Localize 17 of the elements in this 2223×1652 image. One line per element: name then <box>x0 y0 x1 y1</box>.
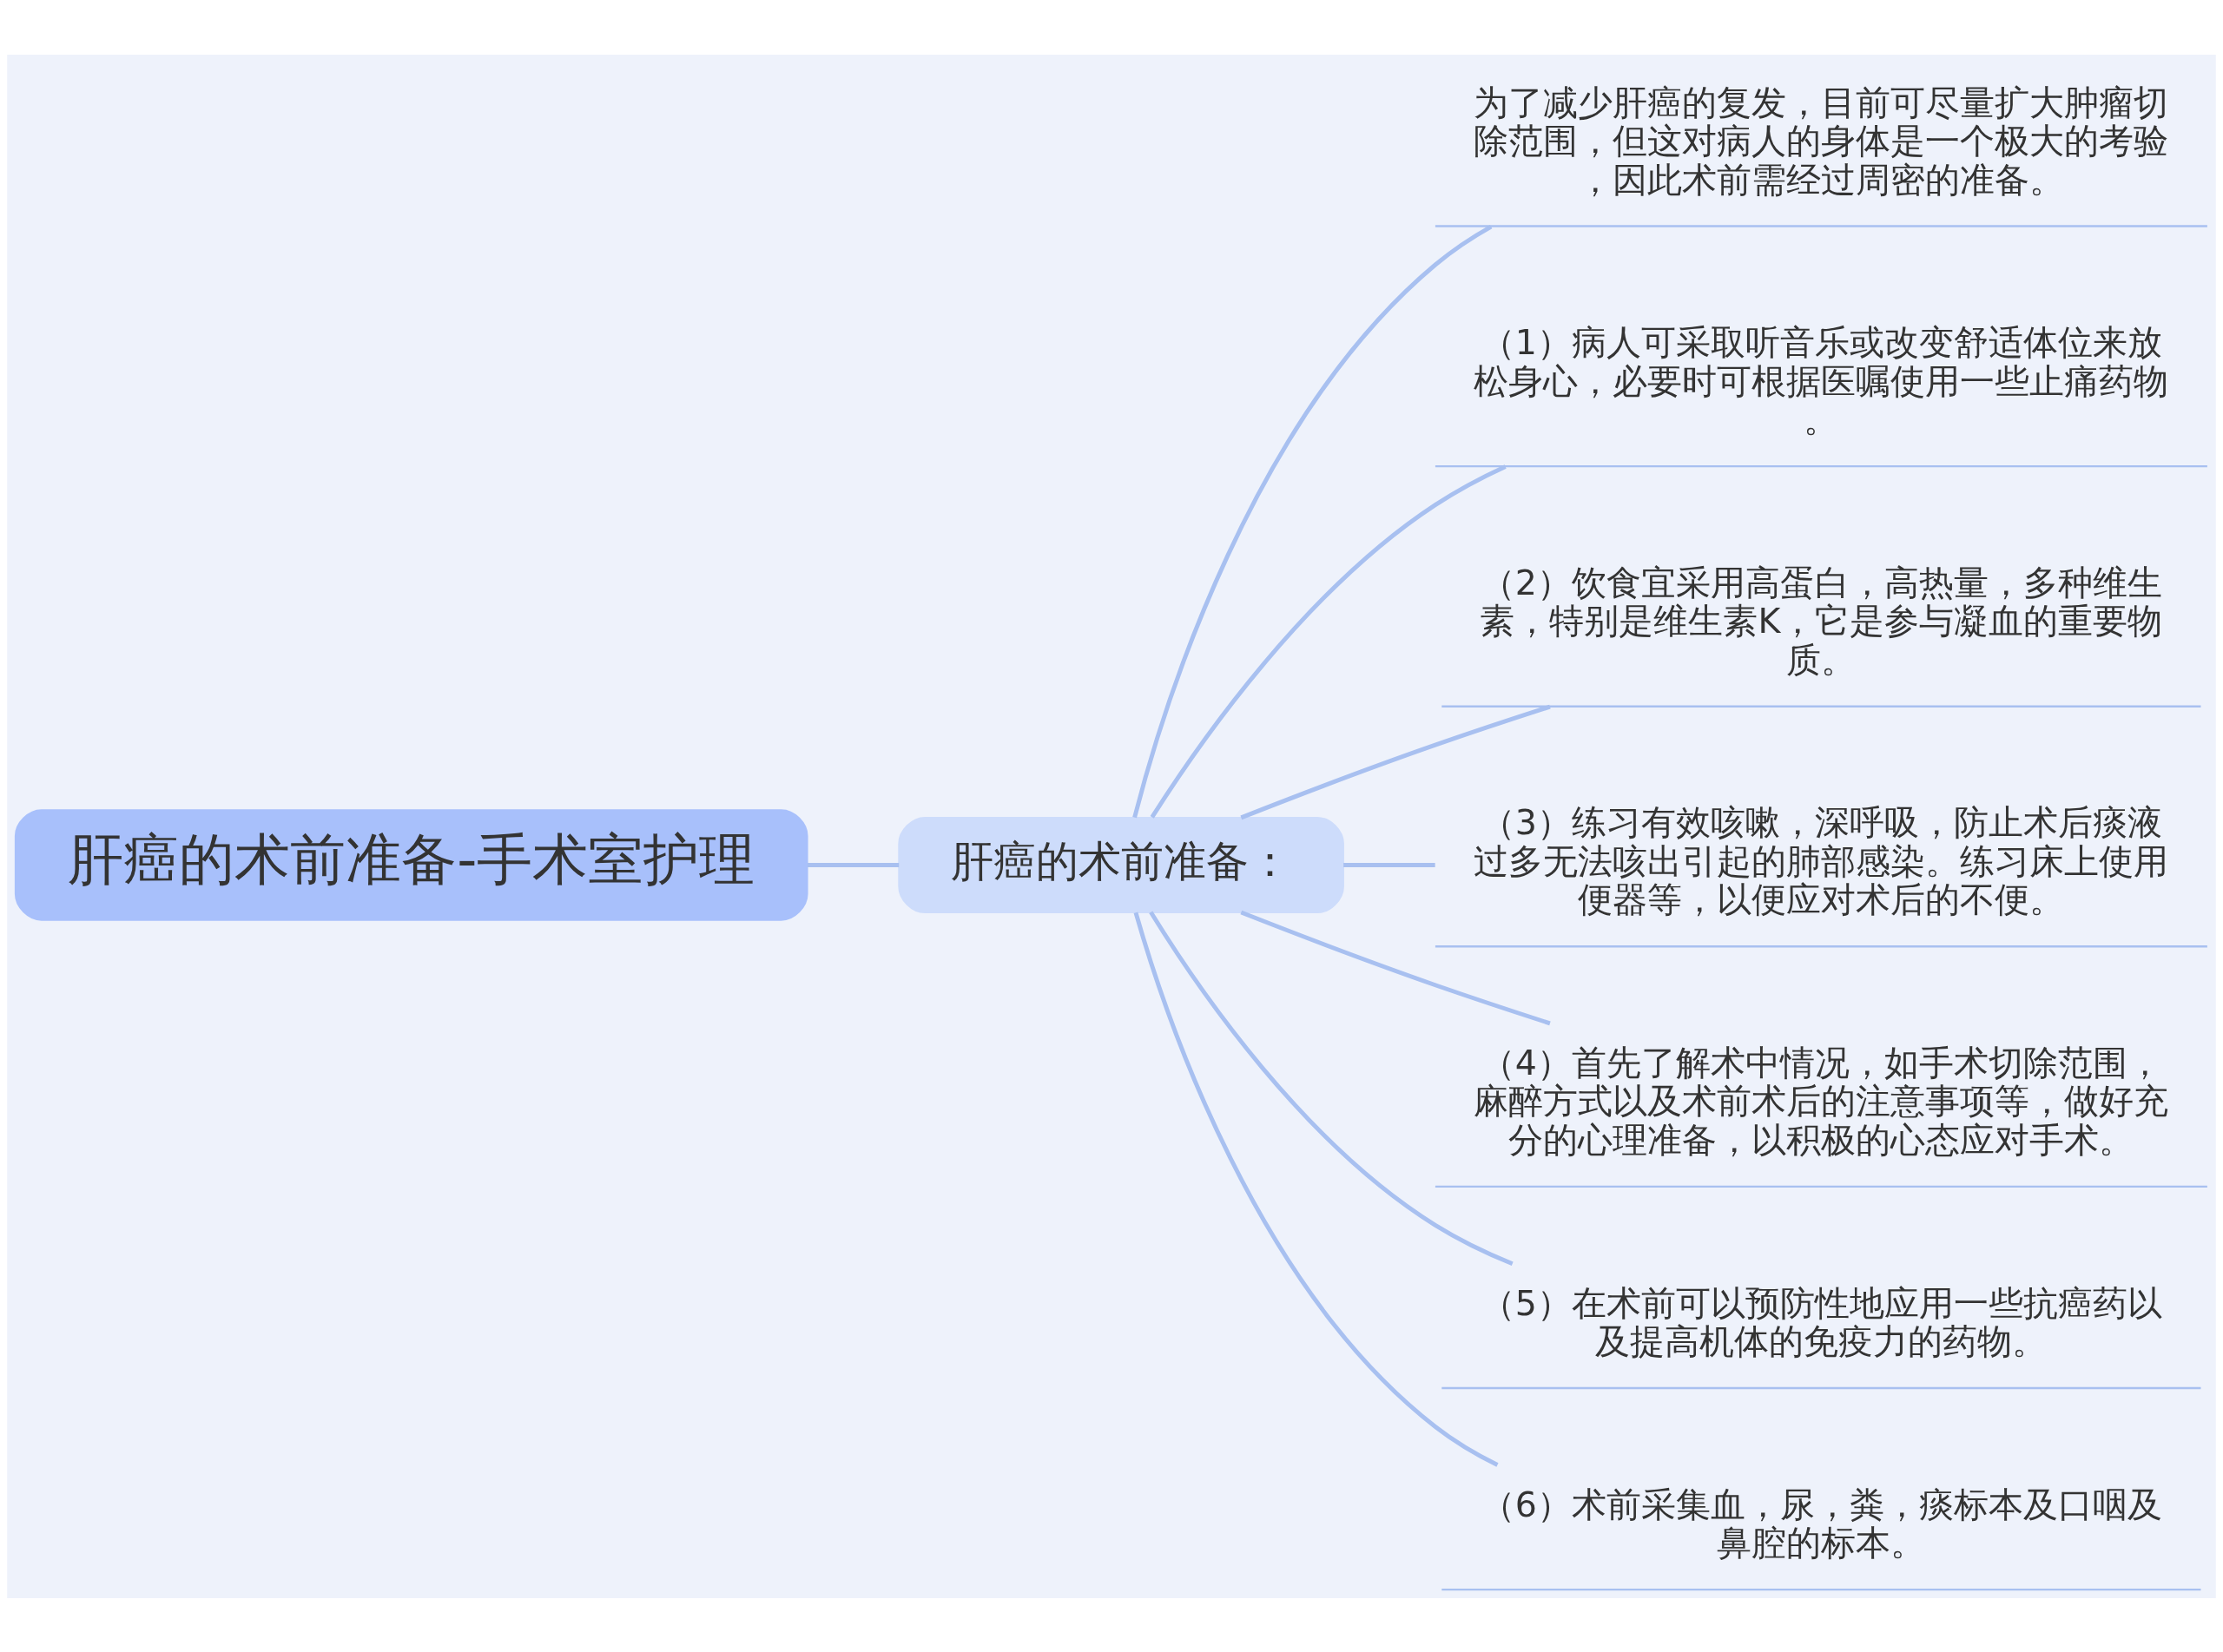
node-text: （1）病人可采取听音乐或改变舒适体位来放松身心，必要时可根据医嘱使用一些止痛药物。 <box>1474 321 2169 439</box>
node-text: （5）在术前可以预防性地应用一些抗癌药以及提高机体的免疫力的药物。 <box>1480 1282 2162 1361</box>
node-text: 为了减少肝癌的复发，目前可尽量扩大肿瘤切除范围，但这对病人的身体是一个极大的考验，因此术前需经过周密的准备。 <box>1474 82 2169 200</box>
node-box: 肝癌的术前准备： <box>898 816 1344 913</box>
connector <box>1133 912 1499 1467</box>
node-text: （6）术前采集血，尿，粪，痰标本及口咽及鼻腔的标本。 <box>1480 1484 2162 1563</box>
connector <box>1240 910 1551 1025</box>
connector <box>1149 911 1514 1266</box>
node-text: （2）饮食宜采用高蛋白，高热量，多种维生素，特别是维生素K，它是参与凝血的重要物质。 <box>1480 562 2163 680</box>
node-text: （4）首先了解术中情况，如手术切除范围，麻醉方式以及术前术后的注意事项等，做好充分的心理准备，以积极的心态应对手术。 <box>1474 1042 2169 1160</box>
node-text: （3）练习有效咳嗽，深呼吸，防止术后痰液过多无法咳出引起的肺部感染。练习床上使用便器等，以便应对术后的不便。 <box>1474 801 2169 919</box>
connector <box>1150 464 1507 819</box>
connector <box>1343 862 1435 867</box>
node-box: 肝癌的术前准备-手术室护理 <box>14 808 808 921</box>
connector <box>1240 704 1551 819</box>
connector <box>1132 224 1493 818</box>
connector <box>807 862 900 867</box>
